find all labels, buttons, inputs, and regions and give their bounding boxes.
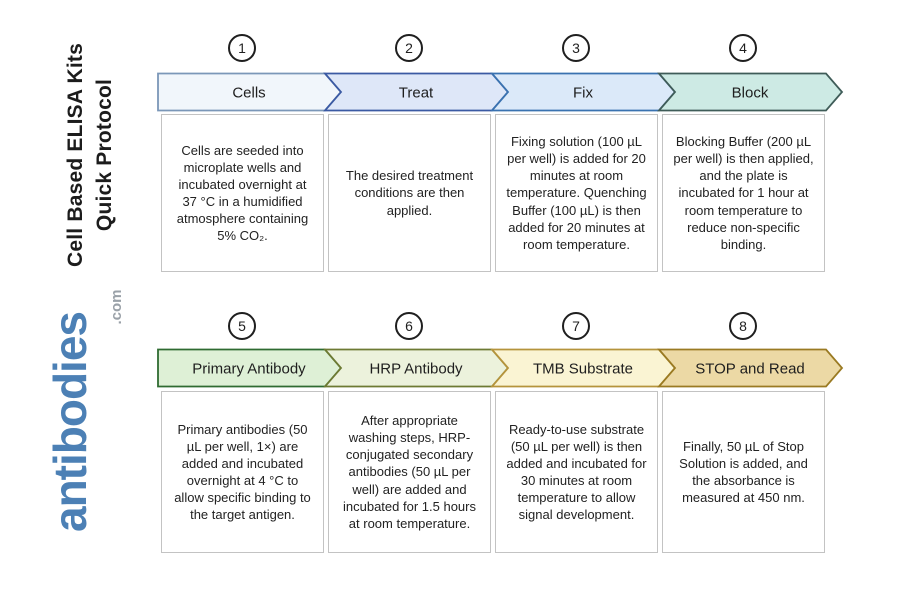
step-description: Blocking Buffer (200 µL per well) is the… (673, 133, 814, 252)
step-arrow-shape (657, 72, 844, 112)
title-line-2: Quick Protocol (93, 78, 116, 232)
step-description-box: Blocking Buffer (200 µL per well) is the… (662, 114, 825, 272)
step-number: 4 (739, 40, 747, 56)
step-description-box: Ready-to-use substrate (50 µL per well) … (495, 391, 658, 553)
step-number: 7 (572, 318, 580, 334)
step-description-box: After appropriate washing steps, HRP-con… (328, 391, 491, 553)
step-number-badge: 6 (395, 312, 423, 340)
step-number: 3 (572, 40, 580, 56)
step-label: Primary Antibody (192, 361, 306, 378)
step-number-badge: 1 (228, 34, 256, 62)
description-row-1: Cells are seeded into microplate wells a… (161, 114, 828, 272)
step-label: TMB Substrate (533, 361, 633, 378)
arrow-header-row-2: Primary Antibody HRP Antibody TMB Substr… (157, 348, 844, 388)
title-line-1: Cell Based ELISA Kits (64, 43, 87, 267)
step-description: Fixing solution (100 µL per well) is add… (506, 133, 647, 252)
step-label: Block (732, 85, 769, 102)
step-number: 6 (405, 318, 413, 334)
antibodies-logo: antibodies (44, 311, 96, 533)
step-description-box: Cells are seeded into microplate wells a… (161, 114, 324, 272)
step-number: 1 (238, 40, 246, 56)
step-description: Finally, 50 µL of Stop Solution is added… (679, 438, 808, 506)
step-label: Fix (573, 85, 593, 102)
step-label: STOP and Read (695, 361, 805, 378)
step-number-badge: 4 (729, 34, 757, 62)
step-description-box: Primary antibodies (50 µL per well, 1×) … (161, 391, 324, 553)
step-label: HRP Antibody (369, 361, 463, 378)
step-number-badge: 2 (395, 34, 423, 62)
step-description: Ready-to-use substrate (50 µL per well) … (506, 421, 647, 523)
step-description-box: The desired treatment conditions are the… (328, 114, 491, 272)
description-row-2: Primary antibodies (50 µL per well, 1×) … (161, 391, 828, 553)
step-description: After appropriate washing steps, HRP-con… (343, 412, 476, 531)
arrow-header-row-1: Cells Treat Fix Block (157, 72, 844, 112)
logo-com-suffix: .com (107, 289, 125, 325)
step-number: 5 (238, 318, 246, 334)
step-description: The desired treatment conditions are the… (345, 168, 474, 218)
step-number: 8 (739, 318, 747, 334)
step-label: Cells (232, 85, 265, 102)
step-description: Cells are seeded into microplate wells a… (176, 142, 309, 244)
step-number-badge: 7 (562, 312, 590, 340)
step-number-badge: 8 (729, 312, 757, 340)
step-arrow-shape (657, 348, 844, 388)
step-description-box: Fixing solution (100 µL per well) is add… (495, 114, 658, 272)
step-label: Treat (399, 85, 434, 102)
step-description: Primary antibodies (50 µL per well, 1×) … (174, 421, 311, 523)
step-number-badge: 5 (228, 312, 256, 340)
step-description-box: Finally, 50 µL of Stop Solution is added… (662, 391, 825, 553)
step-number-badge: 3 (562, 34, 590, 62)
vertical-title: Cell Based ELISA Kits Quick Protocol (59, 30, 121, 280)
step-number: 2 (405, 40, 413, 56)
